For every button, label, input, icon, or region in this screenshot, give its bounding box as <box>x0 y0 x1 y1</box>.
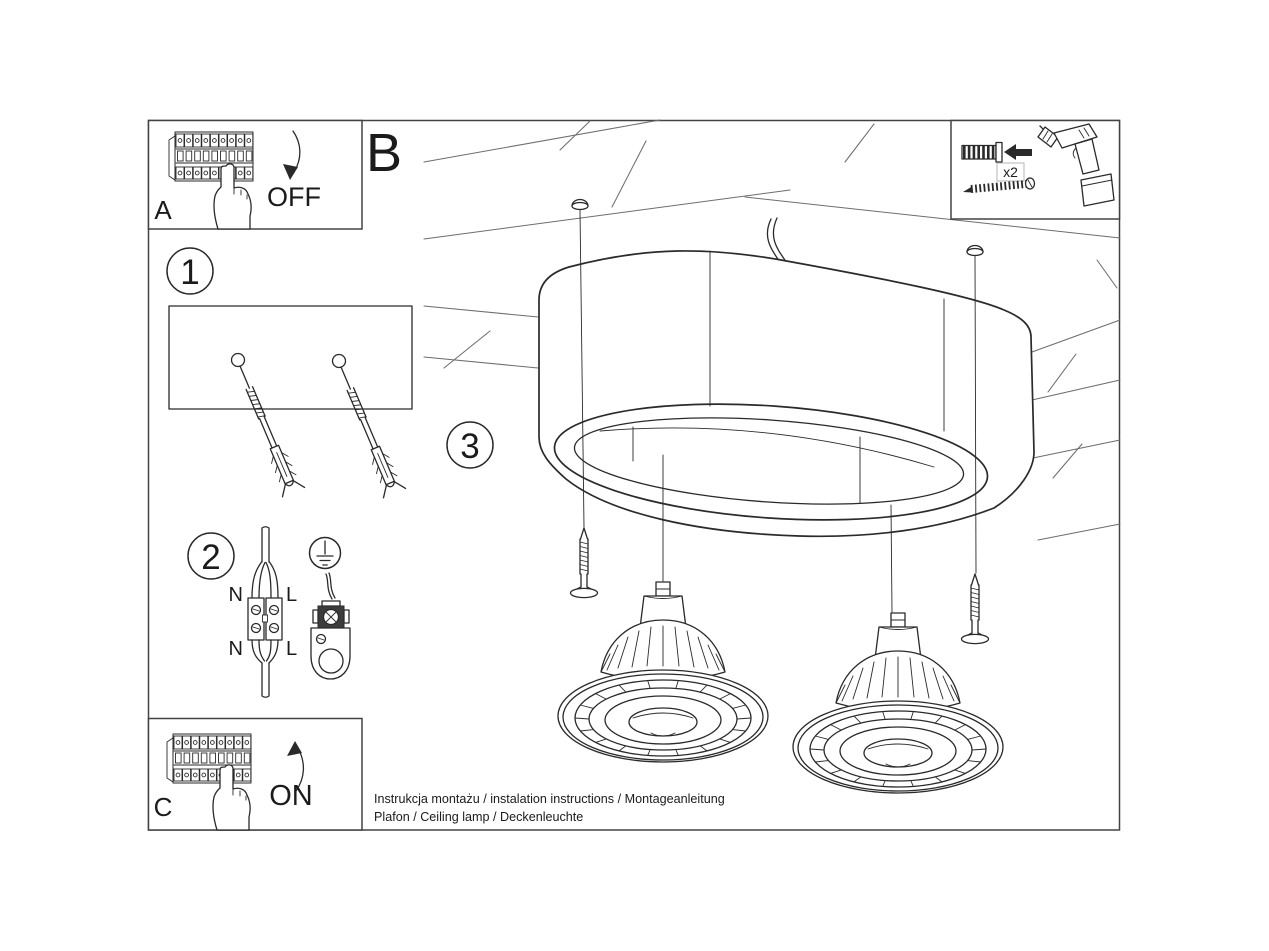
output-cable <box>251 639 279 698</box>
step1-number: 1 <box>180 253 199 292</box>
wire-label-n-top: N <box>229 584 243 606</box>
on-label: ON <box>269 780 313 812</box>
box-a-label: A <box>154 195 172 225</box>
box-a: OFF A <box>147 119 363 230</box>
parts-box: x2 <box>950 119 1121 220</box>
drill-icon <box>1037 123 1115 207</box>
footer-line2: Plafon / Ceiling lamp / Deckenleuchte <box>374 810 583 824</box>
step1-circle <box>166 247 214 295</box>
box-c: ON C <box>147 717 363 831</box>
drill-hole-left <box>230 352 246 368</box>
step-letter-b: B <box>366 123 402 183</box>
bulb-wire-right <box>890 504 893 613</box>
arrow-down-icon <box>283 130 301 180</box>
terminal-block-icon <box>247 597 283 641</box>
circuit-breaker-icon <box>168 131 254 182</box>
circuit-breaker-icon <box>166 733 252 784</box>
quantity-label: x2 <box>1003 164 1018 180</box>
mounting-plate <box>168 305 413 410</box>
wire-label-l-top: L <box>286 584 297 606</box>
strain-relief-icon <box>310 600 351 680</box>
step3-circle <box>446 421 494 469</box>
wire-label-l-bottom: L <box>286 638 297 660</box>
wall-plug-icon <box>961 141 1032 163</box>
drill-hole-right <box>331 353 347 369</box>
screw-icon <box>963 177 1036 193</box>
ground-symbol-icon <box>308 536 342 570</box>
ceiling-screw-head-left <box>571 198 589 211</box>
ceiling-screw-head-right <box>966 244 984 257</box>
box-c-label: C <box>154 792 173 822</box>
step1-group: 1 <box>166 247 413 499</box>
ground-wire <box>325 572 336 600</box>
step3-number: 3 <box>460 427 479 466</box>
mounting-screw-line-right <box>974 255 977 574</box>
off-label: OFF <box>267 182 321 212</box>
step2-number: 2 <box>201 538 220 577</box>
footer-line1: Instrukcja montażu / instalation instruc… <box>374 792 725 806</box>
step2-group: 2 N L N L <box>187 526 351 698</box>
ceiling-planks <box>423 119 1121 541</box>
step2-circle <box>187 532 235 580</box>
mounting-screw-line-left <box>579 209 585 528</box>
supply-cable <box>251 526 279 599</box>
wire-label-n-bottom: N <box>229 638 243 660</box>
arrow-up-icon <box>287 741 305 792</box>
